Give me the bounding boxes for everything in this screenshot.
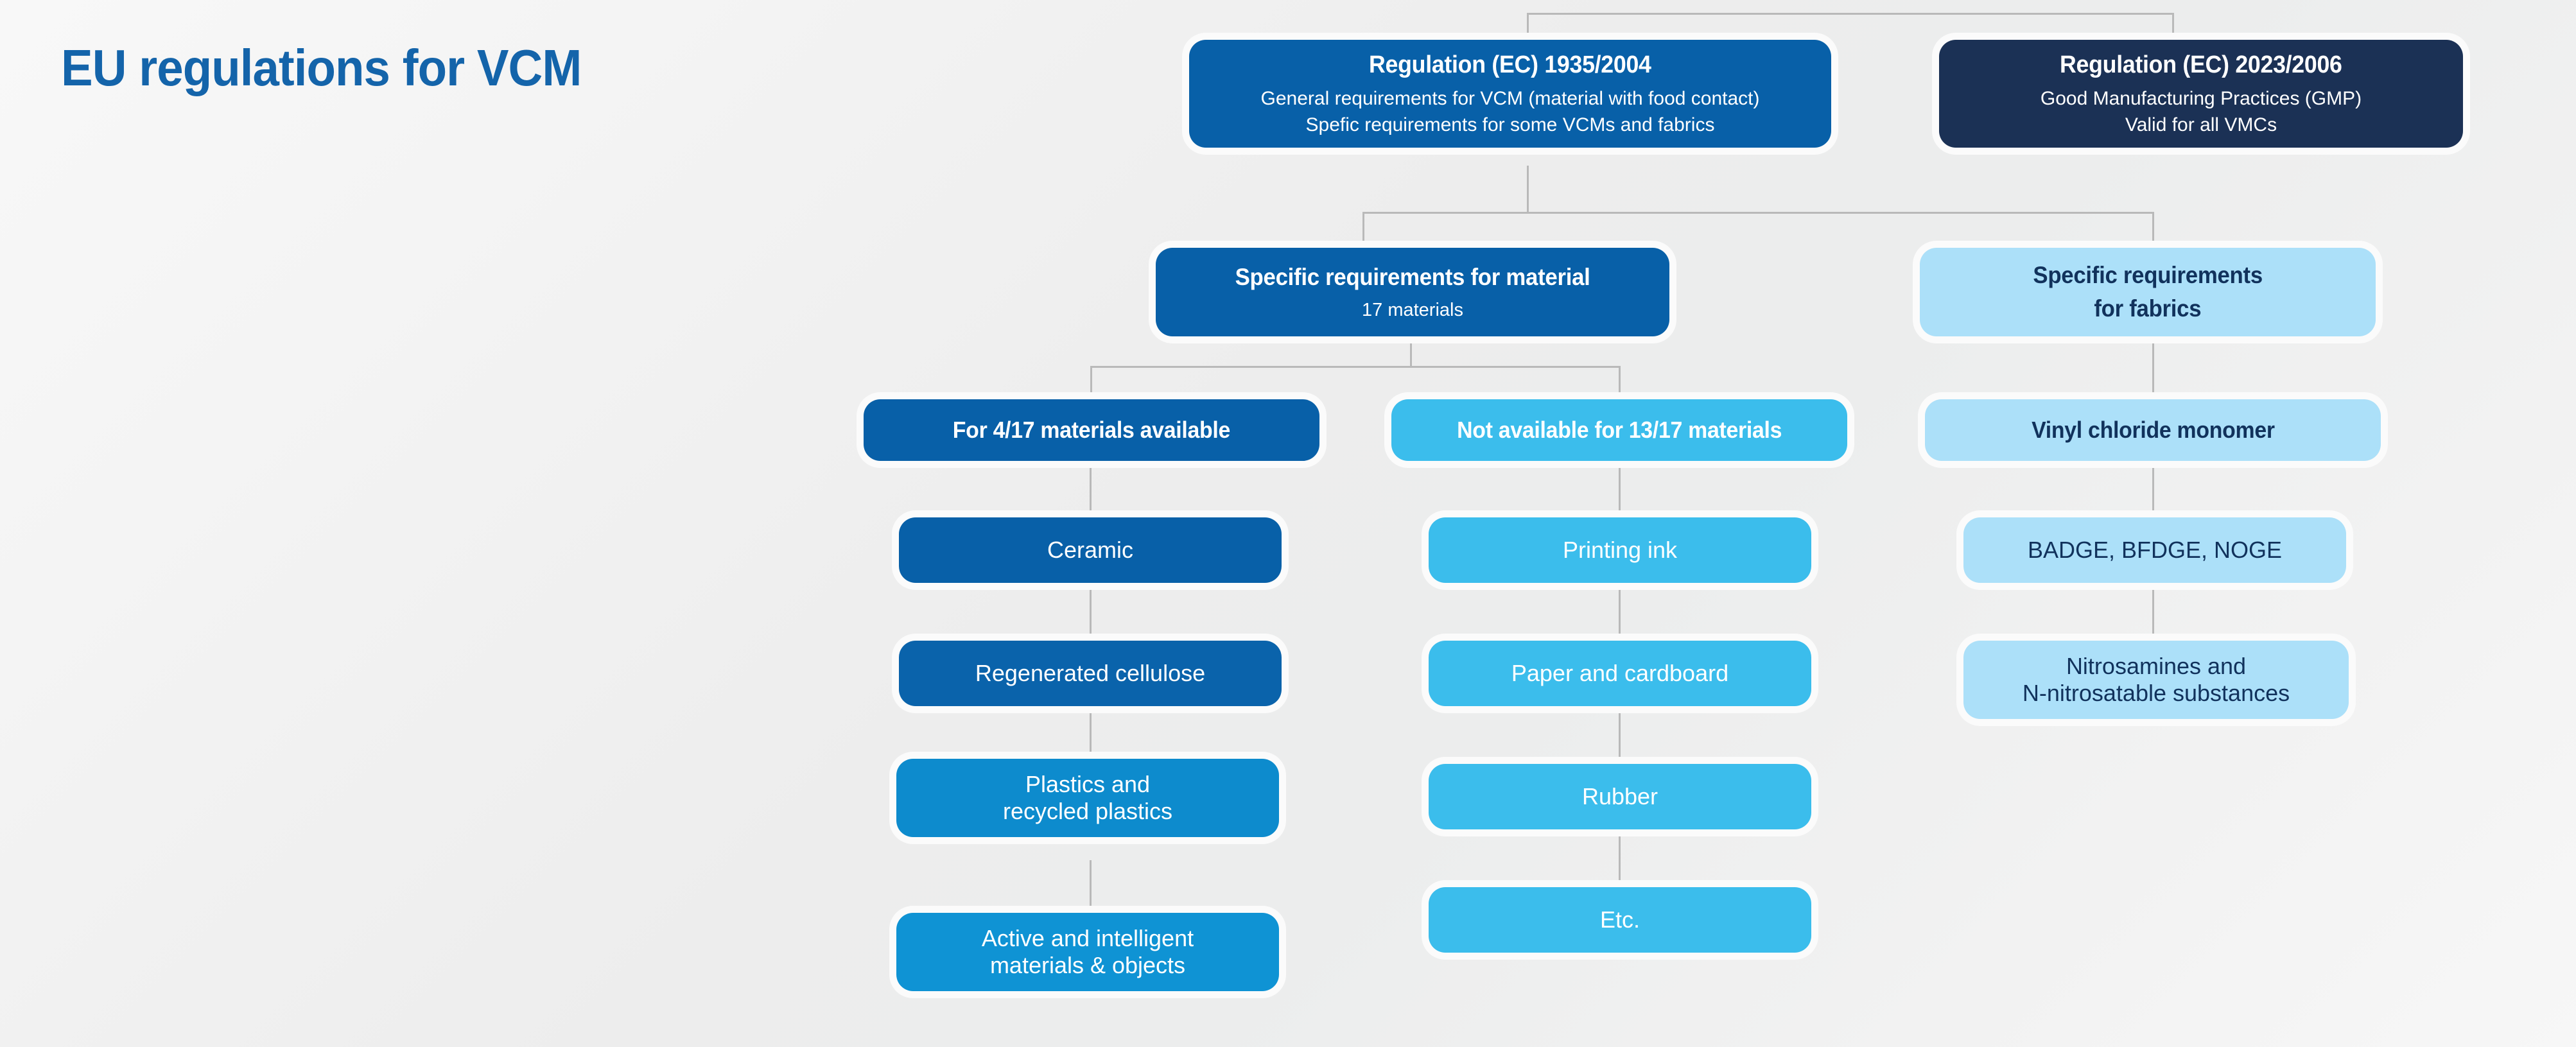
- box-etc[interactable]: Etc.: [1429, 887, 1811, 953]
- connector-col1-3: [1090, 706, 1092, 759]
- box-line-1: Good Manufacturing Practices (GMP): [2040, 88, 2362, 110]
- connector-level2-drop-left: [1362, 212, 1364, 248]
- box-heading: Regulation (EC) 2023/2006: [2060, 51, 2342, 79]
- connector-col3-2: [2152, 583, 2154, 641]
- connector-level2-drop-right: [2152, 212, 2154, 248]
- connector-col1-4: [1090, 860, 1092, 913]
- box-regenerated-cellulose[interactable]: Regenerated cellulose: [899, 641, 1282, 706]
- box-heading: For 4/17 materials available: [952, 416, 1231, 443]
- box-label-line-1: Active and intelligent: [981, 924, 1194, 951]
- box-active-and-intelligent-materials[interactable]: Active and intelligent materials & objec…: [896, 913, 1279, 991]
- box-nitrosamines[interactable]: Nitrosamines and N-nitrosatable substanc…: [1963, 641, 2349, 719]
- box-label-line-1: Nitrosamines and: [2066, 652, 2247, 679]
- box-label: Regenerated cellulose: [975, 659, 1206, 686]
- box-plastics-and-recycled-plastics[interactable]: Plastics and recycled plastics: [896, 759, 1279, 837]
- connector-level3-horizontal: [1090, 366, 1621, 368]
- box-label: Rubber: [1581, 783, 1658, 809]
- box-label-line-2: N-nitrosatable substances: [2022, 680, 2290, 706]
- box-line-1: 17 materials: [1362, 299, 1463, 320]
- box-line-2: Valid for all VMCs: [2125, 114, 2277, 136]
- box-label-line-2: recycled plastics: [1002, 798, 1173, 824]
- connector-level3-drop-left: [1090, 366, 1092, 399]
- box-line-2: Spefic requirements for some VCMs and fa…: [1305, 114, 1715, 136]
- box-not-available-for-13-17-materials[interactable]: Not available for 13/17 materials: [1391, 399, 1847, 461]
- box-label: Ceramic: [1047, 536, 1133, 563]
- box-heading-line-2: for fabrics: [2094, 295, 2202, 322]
- box-regulation-2023-2006[interactable]: Regulation (EC) 2023/2006 Good Manufactu…: [1939, 40, 2463, 148]
- box-printing-ink[interactable]: Printing ink: [1429, 517, 1811, 583]
- box-paper-and-cardboard[interactable]: Paper and cardboard: [1429, 641, 1811, 706]
- box-for-4-17-materials-available[interactable]: For 4/17 materials available: [864, 399, 1319, 461]
- box-label: Etc.: [1599, 906, 1640, 933]
- box-badge-bfdge-noge[interactable]: BADGE, BFDGE, NOGE: [1963, 517, 2346, 583]
- box-specific-requirements-fabrics[interactable]: Specific requirements for fabrics: [1920, 248, 2376, 336]
- box-label: Paper and cardboard: [1511, 659, 1729, 686]
- connector-col2-4: [1619, 829, 1621, 887]
- box-vinyl-chloride-monomer[interactable]: Vinyl chloride monomer: [1925, 399, 2381, 461]
- box-regulation-1935-2004[interactable]: Regulation (EC) 1935/2004 General requir…: [1189, 40, 1831, 148]
- connector-level3-drop-right: [1619, 366, 1621, 399]
- connector-col2-3: [1619, 706, 1621, 764]
- box-heading: Regulation (EC) 1935/2004: [1369, 51, 1651, 79]
- box-label-line-1: Plastics and: [1025, 770, 1151, 797]
- box-label-line-2: materials & objects: [989, 952, 1186, 978]
- connector-reg1935-down: [1527, 166, 1529, 213]
- box-label: Printing ink: [1562, 536, 1678, 563]
- connector-col2-2: [1619, 583, 1621, 641]
- connector-col1-1: [1090, 460, 1092, 517]
- box-heading: Specific requirements for material: [1235, 264, 1590, 291]
- page-title: EU regulations for VCM: [61, 39, 582, 96]
- box-line-1: General requirements for VCM (material w…: [1260, 88, 1760, 110]
- connector-root-drop-right: [2172, 13, 2174, 40]
- connector-level2-horizontal: [1362, 212, 2154, 214]
- connector-col2-1: [1619, 460, 1621, 517]
- box-heading-line-1: Specific requirements: [2033, 262, 2263, 289]
- connector-root-drop-left: [1527, 13, 1529, 40]
- connector-col3-1: [2152, 460, 2154, 517]
- box-rubber[interactable]: Rubber: [1429, 764, 1811, 829]
- connector-root-horizontal: [1527, 13, 2174, 15]
- box-label: BADGE, BFDGE, NOGE: [2027, 536, 2283, 563]
- connector-fabrics-down: [2152, 336, 2154, 399]
- box-ceramic[interactable]: Ceramic: [899, 517, 1282, 583]
- box-heading: Not available for 13/17 materials: [1456, 416, 1782, 443]
- connector-material-down: [1410, 336, 1412, 367]
- box-heading: Vinyl chloride monomer: [2031, 416, 2275, 443]
- box-specific-requirements-material[interactable]: Specific requirements for material 17 ma…: [1156, 248, 1669, 336]
- connector-col1-2: [1090, 583, 1092, 641]
